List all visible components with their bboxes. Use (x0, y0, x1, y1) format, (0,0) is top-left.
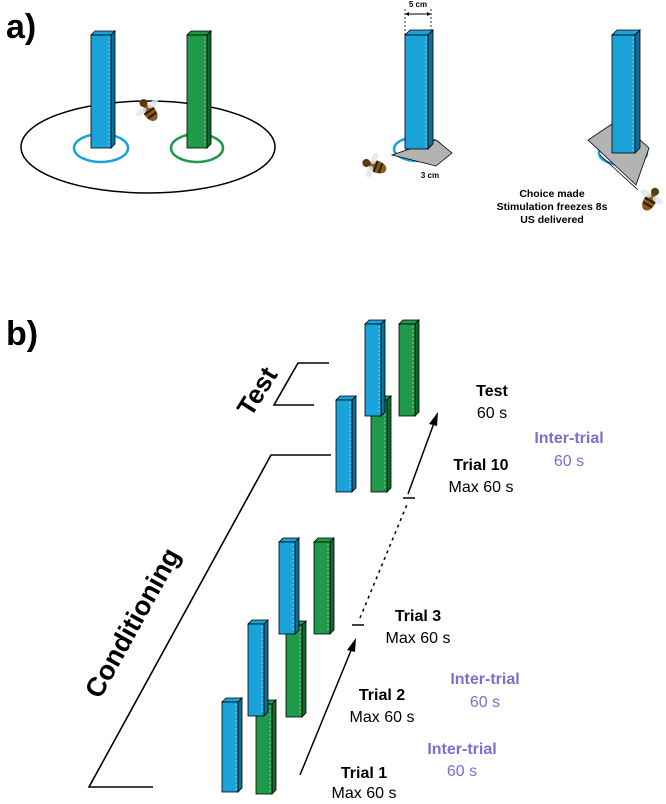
test-bracket (272, 362, 329, 406)
approach-setup: 5 cm 3 cm (362, 0, 453, 180)
trial-columns (221, 319, 420, 795)
ring-annotation: 3 cm (421, 171, 439, 180)
test-bracket-label: Test (231, 361, 284, 421)
blue-column (278, 537, 300, 635)
width-annotation: 5 cm (409, 0, 427, 9)
bee-icon (136, 99, 158, 122)
green-column (398, 319, 420, 417)
choice-text-line-3: US delivered (520, 214, 584, 226)
step-duration: Max 60 s (332, 785, 397, 802)
arena-columns (90, 30, 212, 149)
step-title: Trial 3 (395, 608, 441, 625)
intertrial-title: Inter-trial (427, 741, 496, 758)
panel-a-label: a) (6, 8, 36, 46)
timeline-arrow-lower (299, 647, 353, 776)
bee-icon (640, 187, 664, 211)
timeline-arrowhead-lower (347, 638, 356, 652)
arena-setup (20, 30, 276, 194)
green-column (186, 30, 212, 149)
timeline-arrowhead-upper (429, 412, 438, 426)
step-trial-10: Trial 10 Max 60 s (449, 457, 514, 496)
step-test: Test 60 s (476, 383, 508, 422)
step-duration: Max 60 s (386, 630, 451, 647)
timeline (299, 412, 438, 776)
step-duration: 60 s (477, 405, 507, 422)
intertrial-duration: 60 s (447, 763, 477, 780)
panel-a: a) 5 cm 3 (6, 0, 664, 226)
timeline-dotted-segment (359, 501, 409, 619)
choice-text-line-2: Stimulation freezes 8s (497, 201, 608, 213)
blue-column (611, 29, 641, 154)
step-title: Trial 2 (359, 687, 405, 704)
intertrial-3: Inter-trial 60 s (534, 430, 603, 470)
step-title: Test (476, 383, 508, 400)
choice-column (611, 29, 641, 154)
approach-column (404, 29, 434, 150)
blue-column (364, 319, 386, 417)
intertrial-duration: 60 s (470, 694, 500, 711)
timeline-arrow-upper (407, 422, 435, 495)
choice-setup: Choice made Stimulation freezes 8s US de… (497, 29, 664, 226)
blue-column (247, 619, 269, 717)
step-title: Trial 10 (453, 457, 508, 474)
panel-b: b) Test Conditioning Trial 1 Max 60 s Tr… (6, 315, 604, 802)
intertrial-1: Inter-trial 60 s (427, 741, 496, 780)
step-title: Trial 1 (341, 765, 387, 782)
panel-b-label: b) (6, 315, 38, 353)
blue-column (335, 395, 357, 493)
blue-column (221, 697, 243, 793)
step-trial-2: Trial 2 Max 60 s (350, 687, 415, 726)
conditioning-bracket (87, 454, 331, 788)
choice-text-line-1: Choice made (519, 188, 585, 200)
blue-column (404, 29, 434, 150)
intertrial-2: Inter-trial 60 s (450, 671, 519, 711)
step-duration: Max 60 s (449, 479, 514, 496)
step-trial-1: Trial 1 Max 60 s (332, 765, 397, 802)
conditioning-bracket-label: Conditioning (79, 543, 186, 703)
green-column (313, 537, 335, 635)
intertrial-title: Inter-trial (534, 430, 603, 447)
green-column (255, 699, 277, 795)
green-column (285, 620, 307, 718)
blue-column (90, 30, 116, 149)
bee-icon (362, 152, 387, 178)
intertrial-duration: 60 s (554, 453, 584, 470)
intertrial-title: Inter-trial (450, 671, 519, 688)
step-trial-3: Trial 3 Max 60 s (386, 608, 451, 647)
arena-ellipse (20, 100, 276, 194)
step-duration: Max 60 s (350, 709, 415, 726)
